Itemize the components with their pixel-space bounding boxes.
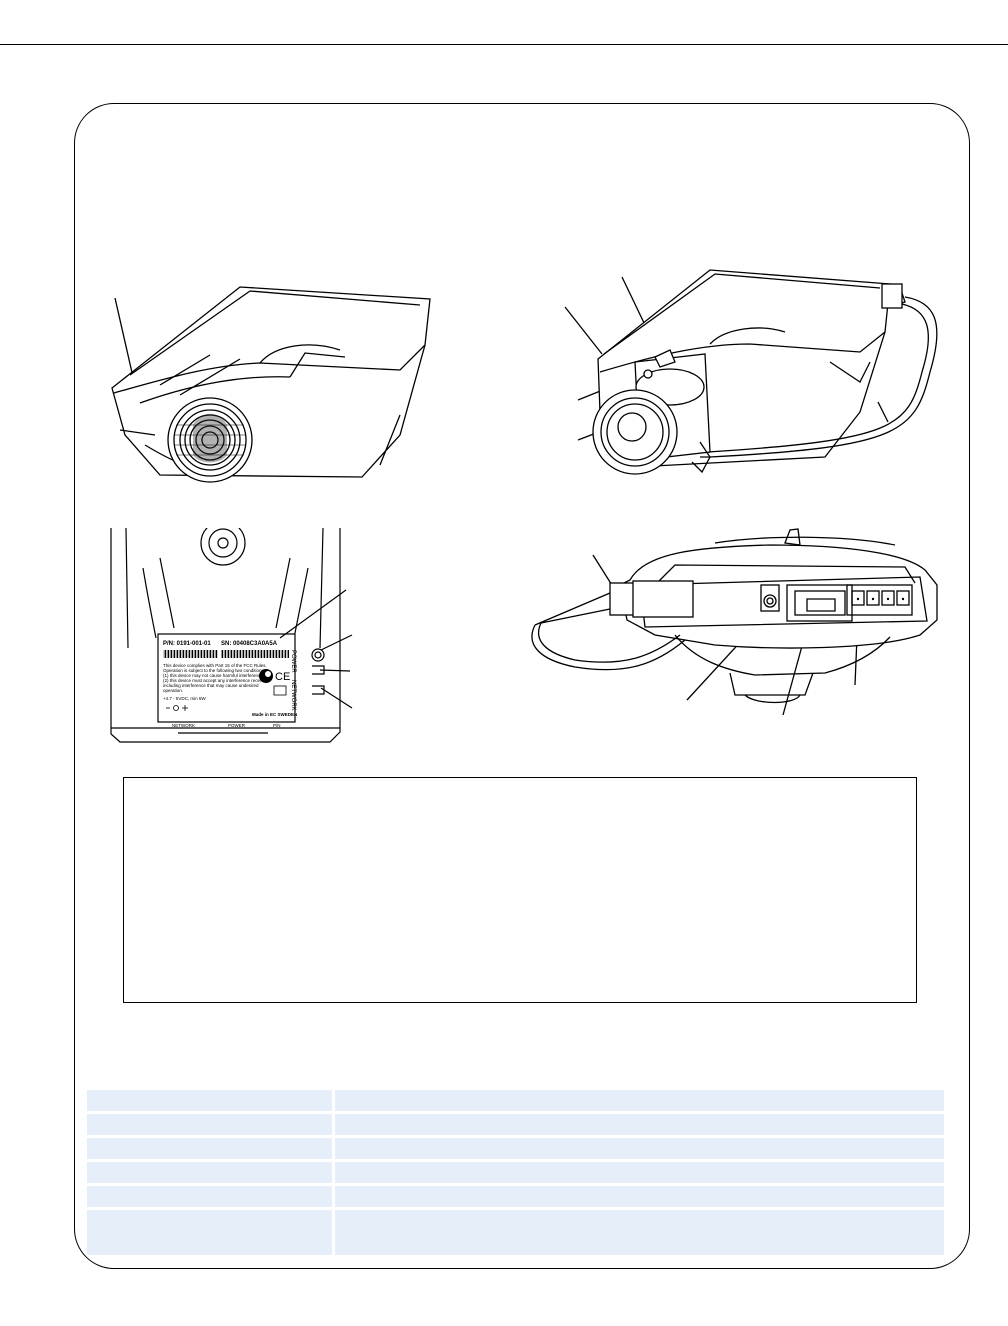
table-cell-description bbox=[335, 1210, 944, 1255]
table-cell-description bbox=[335, 1162, 944, 1183]
ce-mark: CE bbox=[275, 671, 290, 683]
table-row bbox=[87, 1114, 944, 1135]
table-row bbox=[87, 1186, 944, 1207]
callout-line bbox=[114, 297, 134, 378]
bottom-label-pn: P/N bbox=[273, 723, 281, 728]
callout-line bbox=[279, 589, 347, 639]
weee-box-icon bbox=[273, 685, 287, 696]
camera-rear-connectors-drawing bbox=[531, 528, 938, 716]
bottom-label-network: NETWORK bbox=[172, 723, 195, 728]
label-barcodes bbox=[163, 650, 289, 658]
side-label-power: POWER bbox=[290, 650, 296, 673]
label-compliance-line-1: This device complies with Part 15 of the… bbox=[163, 663, 267, 668]
side-label-network: NETWORK bbox=[290, 680, 296, 711]
label-serial-number: SN: 00408C3A0A5A bbox=[221, 641, 278, 647]
table-cell-description bbox=[335, 1090, 944, 1111]
table-cell-description bbox=[335, 1186, 944, 1207]
label-part-number: P/N: 0191-001-01 bbox=[163, 641, 211, 647]
camera-rear-label-drawing: P/N: 0191-001-01 SN: 00408C3A0A5A This d… bbox=[110, 528, 353, 743]
camera-rear-label-figure: P/N: 0191-001-01 SN: 00408C3A0A5A This d… bbox=[108, 528, 358, 743]
top-rule bbox=[0, 44, 1008, 45]
bottom-label-power: POWER bbox=[228, 723, 246, 728]
table-cell-label bbox=[87, 1162, 332, 1183]
power-polarity-icon bbox=[166, 705, 188, 711]
label-made-in: Made in EC SWEDEN bbox=[252, 712, 297, 717]
table-cell-label bbox=[87, 1210, 332, 1255]
table-cell-description bbox=[335, 1114, 944, 1135]
table-cell-label bbox=[87, 1186, 332, 1207]
callout-line bbox=[564, 306, 603, 355]
content-frame bbox=[74, 103, 970, 1269]
label-compliance-line-6: operation. bbox=[163, 688, 183, 693]
recycle-mark-icon bbox=[259, 669, 273, 683]
connector-table bbox=[87, 1090, 944, 1258]
camera-front-view-drawing bbox=[111, 286, 431, 483]
notes-box bbox=[123, 777, 917, 1003]
camera-front-view-figure bbox=[100, 285, 435, 485]
callout-line bbox=[320, 634, 353, 651]
camera-rear-connectors-figure bbox=[515, 525, 945, 720]
camera-varifocal-view-figure bbox=[560, 262, 950, 487]
table-row bbox=[87, 1138, 944, 1159]
callout-line bbox=[319, 669, 351, 672]
label-compliance-line-5: including interference that may cause un… bbox=[163, 683, 259, 688]
label-power-spec: +4.7 - 5VDC, min 5W bbox=[163, 696, 206, 701]
camera-varifocal-view-drawing bbox=[564, 269, 938, 475]
callout-line bbox=[877, 401, 889, 423]
callout-line bbox=[320, 687, 353, 709]
table-row bbox=[87, 1162, 944, 1183]
table-cell-label bbox=[87, 1138, 332, 1159]
table-row bbox=[87, 1210, 944, 1255]
table-cell-label bbox=[87, 1090, 332, 1111]
label-compliance-line-2: Operation is subject to the following tw… bbox=[163, 668, 265, 673]
table-cell-label bbox=[87, 1114, 332, 1135]
table-row bbox=[87, 1090, 944, 1111]
label-compliance-line-4: (2) this device must accept any interfer… bbox=[163, 678, 270, 683]
label-compliance-line-3: (1) this device may not cause harmful in… bbox=[163, 673, 273, 678]
table-cell-description bbox=[335, 1138, 944, 1159]
